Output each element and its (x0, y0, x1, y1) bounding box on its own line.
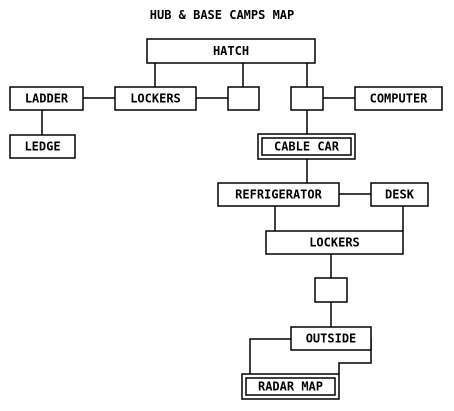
node-box (290, 326, 372, 351)
node-label: RADAR MAP (258, 380, 323, 394)
node-box (265, 230, 404, 255)
node-refrigerator: REFRIGERATOR (217, 182, 340, 207)
node-box (354, 86, 443, 111)
node-box (114, 86, 197, 111)
node-radar-map: RADAR MAP (241, 373, 340, 400)
node-box (217, 182, 340, 207)
node-label: LADDER (25, 92, 69, 106)
node-box (9, 86, 84, 111)
node-box (146, 38, 316, 64)
node-blank-b (290, 86, 324, 111)
node-lockers-top: LOCKERS (114, 86, 197, 111)
node-computer: COMPUTER (354, 86, 443, 111)
map-title: HUB & BASE CAMPS MAP (150, 8, 295, 22)
node-box (314, 277, 348, 303)
node-box (9, 134, 76, 159)
node-label: CABLE CAR (274, 140, 340, 154)
node-ledge: LEDGE (9, 134, 76, 159)
node-label: LOCKERS (130, 92, 181, 106)
connector-lines (41, 63, 404, 374)
node-label: LEDGE (24, 140, 60, 154)
node-inner-border (261, 137, 352, 156)
edge-outside-to-radar-map (338, 339, 372, 374)
node-blank-a (227, 86, 260, 111)
node-label: DESK (385, 188, 415, 202)
node-ladder: LADDER (9, 86, 84, 111)
node-box (290, 86, 324, 111)
node-label: OUTSIDE (306, 332, 357, 346)
node-inner-border (245, 377, 336, 396)
node-hatch: HATCH (146, 38, 316, 64)
node-outside: OUTSIDE (290, 326, 372, 351)
node-cable-car: CABLE CAR (257, 133, 356, 160)
node-box (370, 182, 429, 207)
node-label: HATCH (213, 44, 249, 58)
node-label: REFRIGERATOR (235, 188, 322, 202)
node-box (227, 86, 260, 111)
node-blank-c (314, 277, 348, 303)
edge-outside-to-radar-map (249, 338, 291, 374)
node-label: COMPUTER (370, 92, 429, 106)
node-lockers-bottom: LOCKERS (265, 230, 404, 255)
map-nodes: HATCH LADDER LOCKERS COMPUTER LEDGE CABLE CAR… (9, 38, 443, 400)
node-desk: DESK (370, 182, 429, 207)
node-label: LOCKERS (309, 236, 360, 250)
